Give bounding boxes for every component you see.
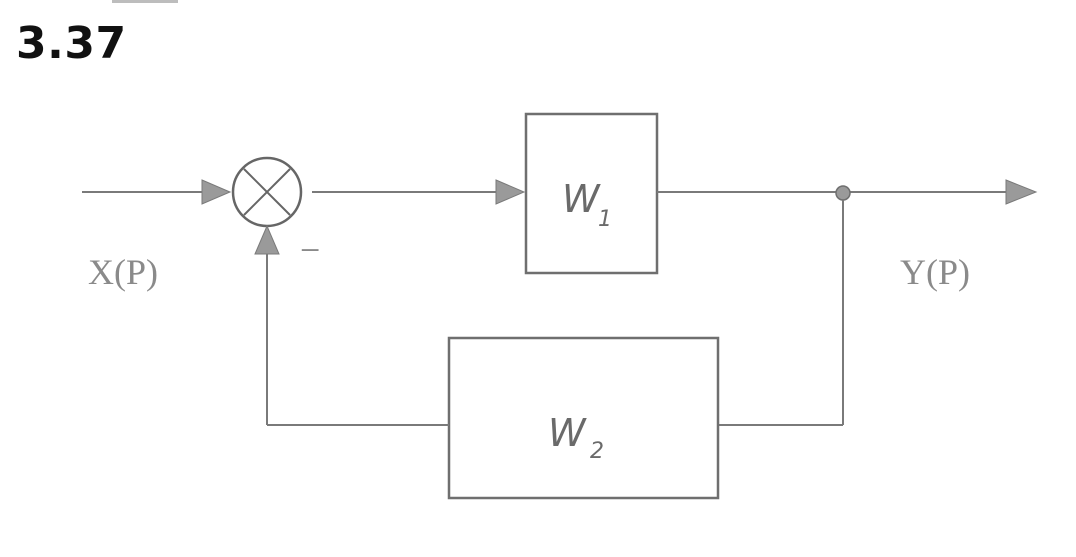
figure-number: 3.37	[16, 18, 127, 69]
output-label: Y(P)	[900, 252, 970, 292]
input-arrowhead	[201, 179, 232, 205]
summing-junction-cross-b	[243, 168, 291, 216]
block-w1	[524, 112, 659, 275]
block-w1-subscript: 1	[598, 207, 612, 232]
top-scan-mark	[112, 0, 178, 3]
input-label: X(P)	[88, 252, 158, 292]
block-w2-subscript: 2	[590, 439, 604, 464]
pickoff-point	[835, 185, 851, 201]
output-arrowhead	[1005, 179, 1038, 205]
feedback-sign: −	[300, 230, 320, 270]
feedback-arrowhead	[254, 224, 280, 255]
block-w2	[447, 336, 720, 500]
block-w1-symbol: W	[562, 177, 601, 221]
block-w2-symbol: W	[548, 411, 587, 455]
forward-arrowhead	[495, 179, 526, 205]
